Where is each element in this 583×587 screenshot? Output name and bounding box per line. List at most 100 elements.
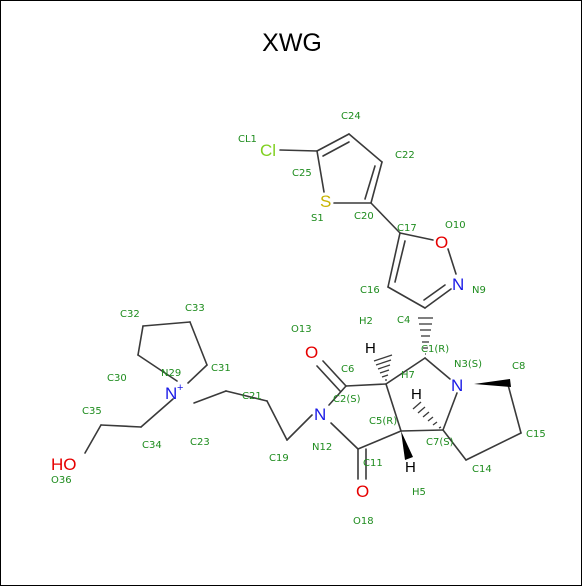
- bond: [370, 202, 401, 234]
- atom-label: C25: [292, 168, 312, 179]
- atom-label: N12: [312, 442, 332, 453]
- bond: [316, 133, 350, 152]
- bond: [279, 149, 318, 152]
- bond: [322, 141, 350, 157]
- atom-label: H7: [401, 370, 415, 381]
- atom-label: C8: [512, 361, 525, 372]
- atom-label: C2(S): [333, 394, 361, 405]
- atom-label: C23: [190, 437, 210, 448]
- bond-layer: [84, 133, 522, 480]
- bond: [424, 357, 451, 380]
- bond-hash: [373, 354, 393, 381]
- atom-label: O18: [353, 516, 374, 527]
- atom-label: C14: [472, 464, 492, 475]
- atom-label: C4: [397, 315, 410, 326]
- atom-label: H2: [359, 316, 373, 327]
- atom-nitrogen: N: [452, 275, 464, 294]
- atom-label: S1: [311, 213, 324, 224]
- atom-label: C16: [360, 285, 380, 296]
- atom-label: O10: [445, 220, 466, 231]
- atom-sulfur: S: [320, 192, 331, 211]
- bond: [506, 380, 522, 434]
- bond: [328, 385, 347, 406]
- atom-oxygen: O: [435, 233, 448, 252]
- bond: [348, 133, 383, 163]
- bond: [364, 165, 376, 200]
- atom-hydrogen: H: [405, 459, 416, 476]
- diagram-title: XWG: [262, 29, 322, 57]
- bond: [465, 432, 522, 461]
- atom-label: C7(S): [426, 437, 454, 448]
- bond-wedge: [401, 431, 413, 460]
- bond: [140, 398, 174, 428]
- atom-label: C20: [354, 211, 374, 222]
- atom-hydrogen: H: [411, 386, 422, 403]
- atom-label: N3(S): [454, 359, 482, 370]
- atom-label: C31: [211, 363, 231, 374]
- bond: [142, 321, 191, 327]
- bond: [225, 390, 268, 402]
- atom-label: C21: [242, 391, 262, 402]
- atom-hydroxyl: HO: [51, 455, 77, 474]
- atom-oxygen: O: [356, 482, 369, 501]
- atom-label: C24: [341, 111, 361, 122]
- atom-label: C5(R): [369, 416, 397, 427]
- bond: [442, 392, 458, 431]
- atom-nitrogen: N: [451, 376, 463, 395]
- atom-label: C1(R): [421, 344, 449, 355]
- atom-layer: Cl S O N N O O N N HO H H H +: [51, 141, 464, 501]
- bond: [84, 424, 102, 454]
- bond: [330, 422, 359, 450]
- charge-plus: +: [177, 382, 183, 394]
- bond: [266, 400, 288, 441]
- bond: [357, 430, 402, 450]
- bond: [137, 325, 144, 356]
- label-layer: CL1 C25 C24 C22 S1 C20 C17 O10 N9 C16 C4…: [51, 111, 546, 527]
- bond: [400, 429, 444, 432]
- atom-label: N29: [161, 368, 181, 379]
- bond: [387, 232, 401, 288]
- bond: [394, 240, 406, 283]
- bond: [316, 150, 325, 193]
- bond: [137, 354, 178, 382]
- bond-hash: [418, 317, 433, 355]
- bond: [447, 248, 457, 275]
- bond: [442, 429, 467, 461]
- atom-label: C19: [269, 453, 289, 464]
- bond: [399, 232, 434, 241]
- atom-label: C35: [82, 406, 102, 417]
- atom-label: C22: [395, 150, 415, 161]
- bond: [385, 357, 426, 385]
- atom-label: CL1: [238, 134, 257, 145]
- atom-oxygen: O: [305, 343, 318, 362]
- bond: [387, 286, 426, 309]
- atom-nitrogen: N: [314, 405, 326, 424]
- bond-hash: [412, 401, 442, 429]
- atom-label: H5: [412, 487, 426, 498]
- atom-label: C6: [341, 364, 354, 375]
- atom-label: C30: [107, 373, 127, 384]
- bond-wedge: [474, 379, 511, 387]
- bond: [322, 360, 347, 387]
- bond: [100, 424, 142, 428]
- atom-label: O36: [51, 475, 72, 486]
- bond: [424, 288, 452, 309]
- bond: [385, 383, 402, 432]
- atom-label: C17: [397, 223, 417, 234]
- bond: [370, 161, 383, 204]
- bond: [345, 383, 387, 387]
- bond: [316, 365, 341, 392]
- atom-hydrogen: H: [365, 340, 376, 357]
- atom-label: N9: [472, 285, 486, 296]
- bond: [423, 284, 446, 301]
- atom-chlorine: Cl: [260, 141, 276, 160]
- bond: [187, 364, 208, 384]
- bond: [286, 414, 313, 441]
- bond: [189, 321, 208, 366]
- atom-label: O13: [291, 324, 312, 335]
- atom-nitrogen: N: [165, 384, 177, 403]
- atom-label: C33: [185, 303, 205, 314]
- atom-label: C34: [142, 440, 162, 451]
